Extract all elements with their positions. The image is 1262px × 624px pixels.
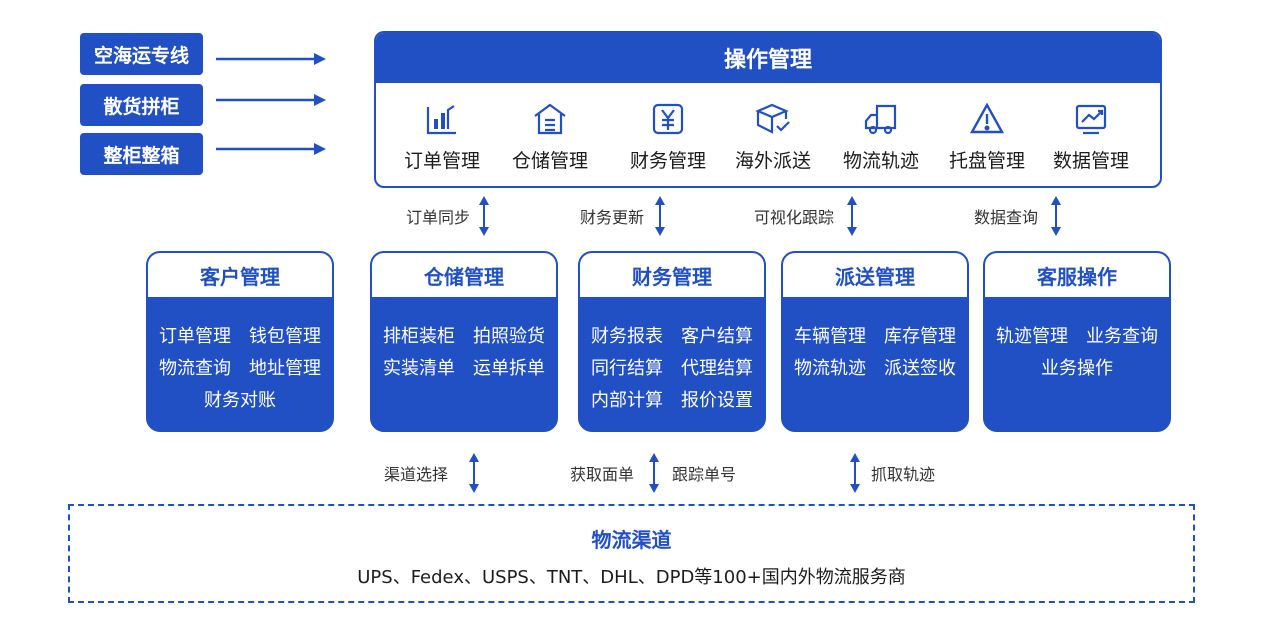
- logistics-channel-box: 物流渠道 UPS、Fedex、USPS、TNT、DHL、DPD等100+国内外物…: [68, 504, 1195, 603]
- connector-fetch-track: 抓取轨迹: [849, 453, 935, 493]
- connector-label: 渠道选择: [384, 465, 449, 484]
- right-arrow-icon: [216, 94, 326, 106]
- module-item[interactable]: 物流轨迹: [794, 358, 866, 379]
- up-down-arrow-icon: [649, 453, 660, 493]
- route-label: 散货拼柜: [103, 95, 180, 118]
- connector-label: 获取面单: [570, 465, 635, 484]
- order-chart-icon: [426, 105, 456, 135]
- module-item[interactable]: 同行结算: [591, 358, 663, 379]
- module-item[interactable]: 排柜装柜: [383, 326, 455, 347]
- ops-item-finance[interactable]: 财务管理: [613, 101, 723, 173]
- ops-item-label: 海外派送: [734, 150, 811, 172]
- connector-data-query: 数据查询: [974, 196, 1062, 236]
- connector-label: 财务更新: [580, 208, 645, 227]
- module-warehouse[interactable]: 仓储管理 排柜装柜拍照验货 实装清单运单拆单: [370, 251, 558, 432]
- module-item[interactable]: 实装清单: [383, 358, 455, 379]
- ops-item-order[interactable]: 订单管理: [387, 101, 497, 173]
- connector-label: 可视化跟踪: [754, 208, 835, 227]
- route-tag-air-sea: 空海运专线: [80, 33, 203, 75]
- right-arrow-icon: [216, 143, 326, 155]
- connector-finance-update: 财务更新: [580, 196, 666, 236]
- package-check-icon: [755, 103, 790, 134]
- up-down-arrow-icon: [655, 196, 666, 236]
- up-down-arrow-icon: [847, 196, 858, 236]
- channel-title: 物流渠道: [591, 528, 672, 552]
- connector-channel-select: 渠道选择: [384, 453, 480, 493]
- module-customer[interactable]: 客户管理 订单管理钱包管理 物流查询地址管理 财务对账: [146, 251, 334, 432]
- module-item[interactable]: 业务查询: [1086, 326, 1158, 347]
- trend-chart-icon: [1075, 104, 1107, 135]
- module-title: 派送管理: [783, 253, 967, 299]
- ops-item-label: 订单管理: [403, 150, 480, 172]
- route-tag-fcl: 整柜整箱: [80, 133, 203, 175]
- ops-item-tracking[interactable]: 物流轨迹: [826, 101, 936, 173]
- module-item[interactable]: 业务操作: [1041, 358, 1113, 379]
- connector-label: 跟踪单号: [672, 465, 737, 484]
- finance-yen-icon: [652, 103, 684, 135]
- connector-label: 订单同步: [406, 208, 471, 227]
- module-delivery[interactable]: 派送管理 车辆管理库存管理 物流轨迹派送签收: [781, 251, 969, 432]
- ops-item-label: 托盘管理: [948, 150, 1025, 172]
- truck-icon: [864, 104, 897, 135]
- module-item[interactable]: 钱包管理: [249, 326, 321, 347]
- right-arrow-icon: [216, 53, 326, 65]
- connector-label: 抓取轨迹: [871, 465, 936, 484]
- module-item[interactable]: 内部计算: [591, 390, 663, 411]
- module-item[interactable]: 派送签收: [884, 358, 956, 379]
- module-item[interactable]: 财务报表: [591, 326, 663, 347]
- up-down-arrow-icon: [850, 453, 860, 493]
- module-title: 客户管理: [148, 253, 332, 299]
- route-label: 整柜整箱: [103, 144, 180, 167]
- module-title: 仓储管理: [372, 253, 556, 299]
- route-tag-lcl: 散货拼柜: [80, 84, 203, 126]
- module-finance[interactable]: 财务管理 财务报表客户结算 同行结算代理结算 内部计算报价设置: [578, 251, 766, 432]
- module-item[interactable]: 库存管理: [884, 326, 956, 347]
- ops-item-data[interactable]: 数据管理: [1036, 101, 1146, 173]
- module-item[interactable]: 轨迹管理: [996, 326, 1068, 347]
- module-item[interactable]: 地址管理: [249, 358, 321, 379]
- module-item[interactable]: 报价设置: [681, 390, 753, 411]
- module-title: 财务管理: [580, 253, 764, 299]
- up-down-arrow-icon: [1051, 196, 1062, 236]
- ops-item-overseas[interactable]: 海外派送: [718, 101, 828, 173]
- ops-item-label: 物流轨迹: [842, 150, 919, 172]
- module-item[interactable]: 订单管理: [159, 326, 231, 347]
- up-down-arrow-icon: [469, 453, 480, 493]
- module-item[interactable]: 拍照验货: [473, 326, 545, 347]
- ops-item-warehouse[interactable]: 仓储管理: [495, 101, 605, 173]
- route-label: 空海运专线: [93, 44, 189, 67]
- module-customer-service[interactable]: 客服操作 轨迹管理业务查询 业务操作: [983, 251, 1171, 432]
- connector-order-sync: 订单同步: [406, 196, 490, 236]
- module-item[interactable]: 运单拆单: [473, 358, 545, 379]
- module-item[interactable]: 车辆管理: [794, 326, 866, 347]
- operations-panel: 操作管理 订单管理 仓储管理 财务管理 海外派送 物流轨迹 托盘管理: [374, 31, 1162, 188]
- module-item[interactable]: 客户结算: [681, 326, 753, 347]
- module-item[interactable]: 物流查询: [159, 358, 231, 379]
- up-down-arrow-icon: [479, 196, 490, 236]
- ops-item-label: 财务管理: [629, 150, 706, 172]
- connector-visual-tracking: 可视化跟踪: [754, 196, 858, 236]
- module-title: 客服操作: [985, 253, 1169, 299]
- operations-title: 操作管理: [376, 33, 1160, 83]
- channel-subtitle: UPS、Fedex、USPS、TNT、DHL、DPD等100+国内外物流服务商: [357, 567, 906, 588]
- module-item[interactable]: 代理结算: [681, 358, 753, 379]
- connector-label: 数据查询: [974, 208, 1039, 227]
- ops-item-label: 仓储管理: [511, 150, 588, 172]
- module-item[interactable]: 财务对账: [204, 390, 276, 411]
- warehouse-icon: [534, 103, 566, 135]
- ops-item-label: 数据管理: [1052, 150, 1129, 172]
- warning-triangle-icon: [969, 102, 1005, 134]
- ops-item-pallet[interactable]: 托盘管理: [932, 101, 1042, 173]
- connector-label-tracking: 获取面单 跟踪单号: [570, 453, 736, 493]
